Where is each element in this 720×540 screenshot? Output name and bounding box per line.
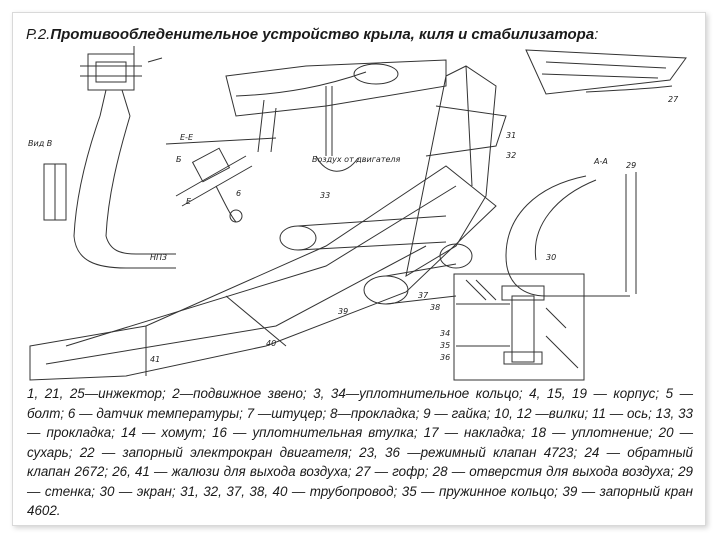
injector-assembly (43, 46, 176, 269)
label-40: 40 (266, 339, 276, 348)
tail-fin (405, 65, 507, 278)
slide-frame (12, 12, 706, 526)
label-34: 34 (440, 329, 450, 338)
label-section-aa: А-А (593, 157, 608, 166)
label-air: Воздух от двигателя (312, 155, 401, 164)
fastener-detail (453, 273, 585, 381)
label-30: 30 (546, 253, 556, 262)
corrugated-strip (525, 49, 687, 95)
label-36: 36 (440, 353, 450, 362)
label-37: 37 (418, 291, 429, 300)
label-38: 38 (430, 303, 440, 312)
engine-piping (225, 59, 447, 172)
label-view-b: Вид В (28, 139, 52, 148)
label-section-ee: Е-Е (180, 133, 194, 142)
label-41: 41 (150, 355, 160, 364)
label-29: 29 (626, 161, 636, 170)
label-npz: НП3 (150, 253, 167, 262)
label-27: 27 (668, 95, 679, 104)
label-33: 33 (320, 191, 330, 200)
wing-body (29, 165, 497, 381)
title-text: Противообледенительное устройство крыла,… (50, 26, 595, 43)
engine-nacelles (279, 215, 473, 305)
label-b: Б (176, 155, 182, 164)
title-suffix: : (594, 26, 599, 43)
label-e: Е (186, 197, 192, 206)
sensor-detail (165, 137, 277, 223)
title-prefix: Р.2. (26, 26, 51, 43)
drawing-labels: Вид В Е-Е А-А Б Е НП3 Воздух от двигател… (28, 95, 679, 364)
label-32: 32 (506, 151, 516, 160)
legend-caption: 1, 21, 25—инжектор; 2—подвижное звено; 3… (27, 386, 693, 518)
slide-title: Р.2.Противообледенительное устройство кр… (26, 26, 598, 44)
section-aa (505, 172, 637, 297)
label-31: 31 (506, 131, 516, 140)
label-6: 6 (236, 189, 241, 198)
label-35: 35 (440, 341, 450, 350)
technical-drawing: Вид В Е-Е А-А Б Е НП3 Воздух от двигател… (28, 46, 687, 381)
label-39: 39 (338, 307, 348, 316)
